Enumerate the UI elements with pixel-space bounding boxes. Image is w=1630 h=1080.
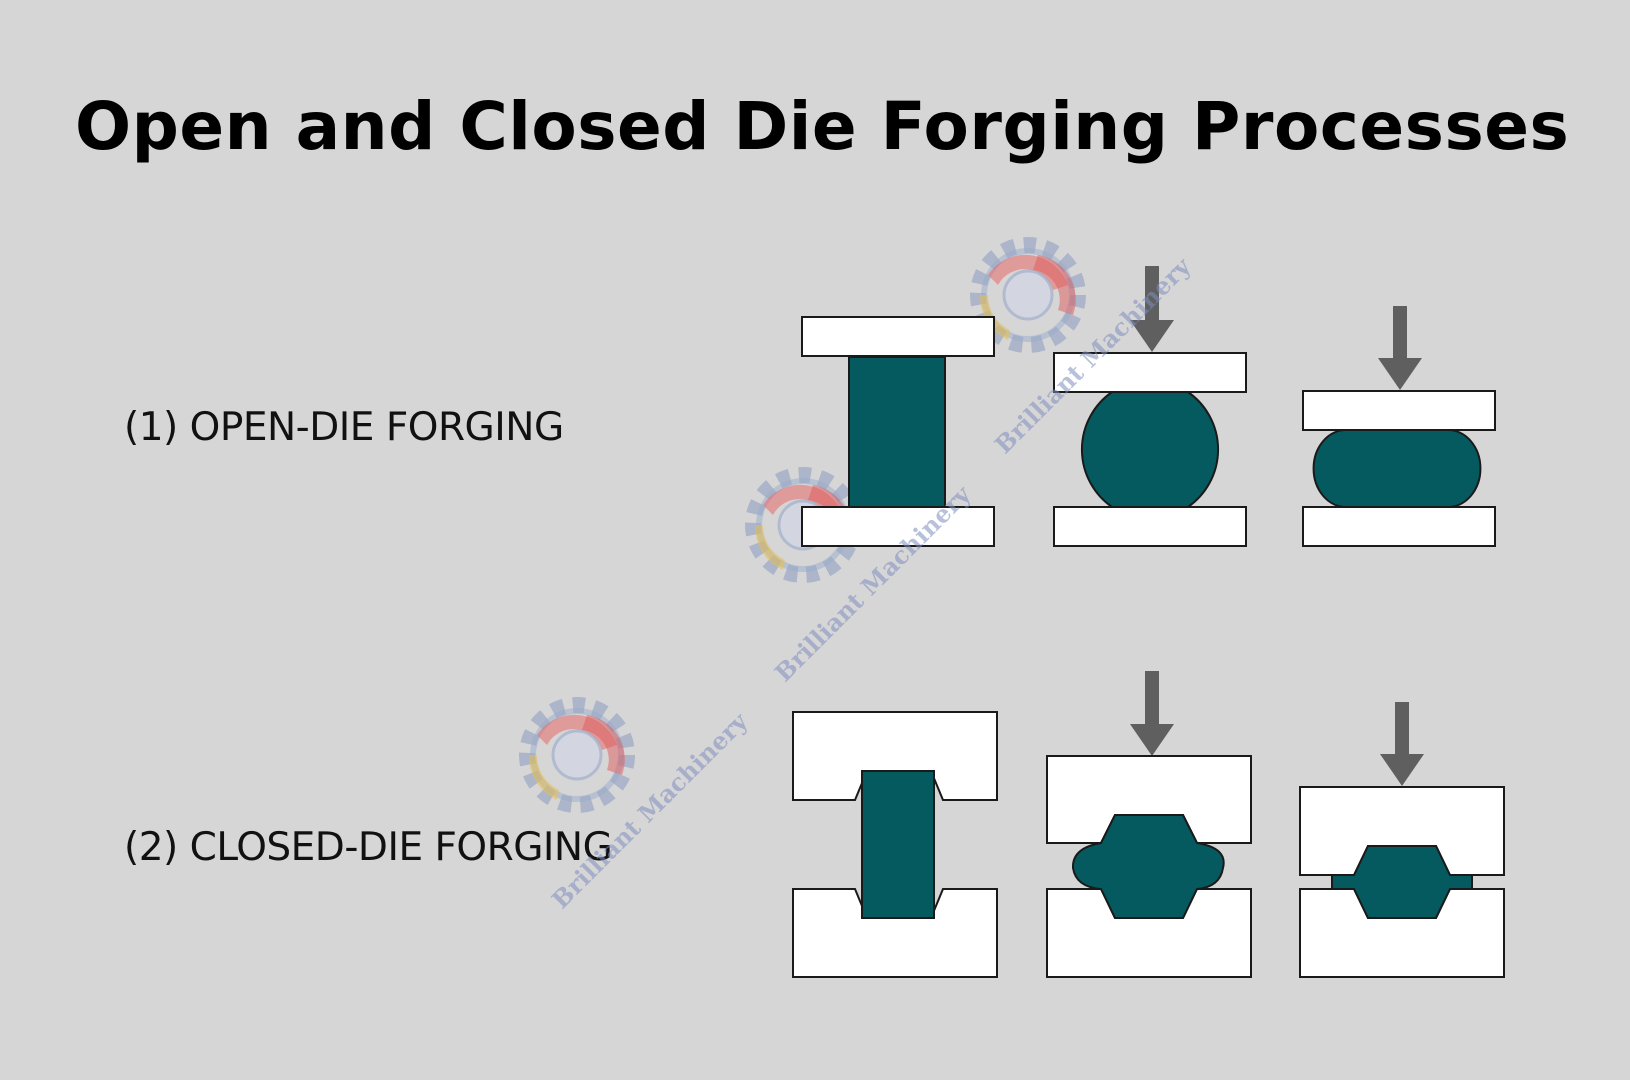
open-die-stage-1: [801, 316, 995, 547]
closed-die-stage-1: [792, 711, 998, 978]
closed-die-stage-3: [1299, 702, 1505, 978]
open-die-stage-3: [1302, 306, 1496, 547]
open-die-forging-label: (1) OPEN-DIE FORGING: [124, 405, 564, 450]
closed-die-stage-2: [1046, 671, 1252, 978]
arrow-icon: [1130, 671, 1174, 756]
open-die-stage-2: [1053, 266, 1247, 547]
watermark-3: [527, 705, 627, 805]
closed-die-forging-label: (2) CLOSED-DIE FORGING: [124, 825, 613, 870]
page-title: Open and Closed Die Forging Processes: [75, 88, 1570, 165]
arrow-icon: [1380, 702, 1424, 786]
arrow-icon: [1378, 306, 1422, 390]
arrow-icon: [1130, 266, 1174, 352]
